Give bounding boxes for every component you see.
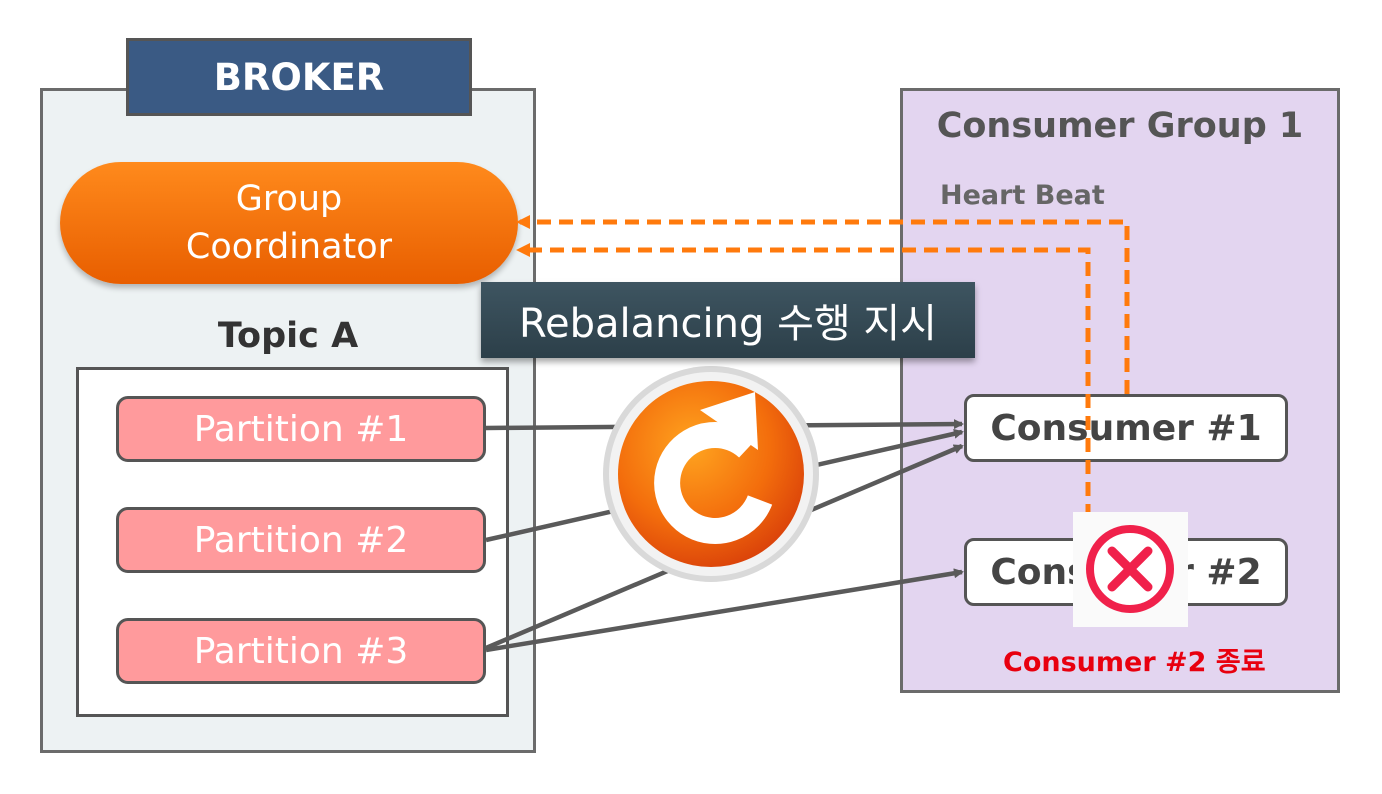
- consumer-1: Consumer #1: [964, 394, 1288, 462]
- coordinator-label-line-1: Group: [235, 179, 343, 219]
- rebalance-instruction-label: Rebalancing 수행 지시: [481, 282, 975, 358]
- partition-2: Partition #2: [116, 507, 486, 573]
- group-coordinator: Group Coordinator: [60, 162, 518, 284]
- heartbeat-line-consumer-2: [516, 243, 1091, 540]
- broker-title: BROKER: [126, 38, 472, 116]
- consumer-group-title: Consumer Group 1: [936, 106, 1304, 146]
- partition-3: Partition #3: [116, 618, 486, 684]
- terminated-marker: [1073, 512, 1188, 627]
- heartbeat-label: Heart Beat: [940, 180, 1105, 211]
- topic-label: Topic A: [217, 316, 359, 356]
- partition-1: Partition #1: [116, 396, 486, 462]
- heartbeat-line-consumer-1: [516, 215, 1130, 394]
- consumer-2-terminated-label: Consumer #2 종료: [1003, 647, 1266, 678]
- refresh-icon: [603, 366, 819, 582]
- assign-p3-c2: [485, 568, 964, 653]
- x-circle-icon: [1086, 525, 1174, 613]
- coordinator-label-line-2: Coordinator: [185, 227, 393, 267]
